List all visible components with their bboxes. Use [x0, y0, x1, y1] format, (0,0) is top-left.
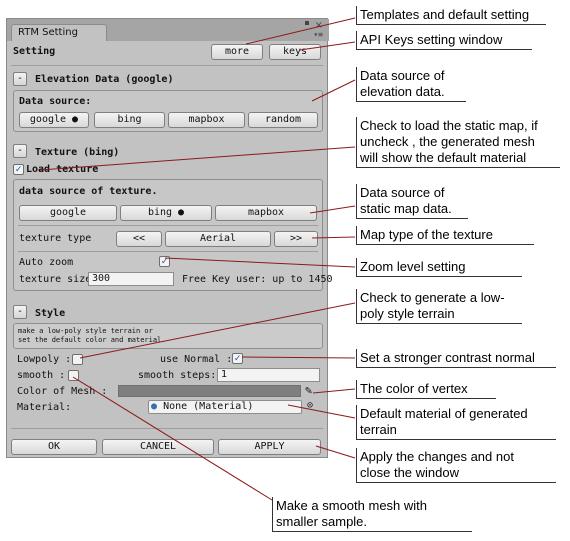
- leader-line: [309, 205, 356, 214]
- divider: [11, 428, 323, 429]
- style-help-box: make a low-poly style terrain or set the…: [13, 323, 323, 349]
- leader-line: [39, 146, 356, 171]
- callout-map-type: Map type of the texture: [356, 226, 534, 245]
- texture-source-mapbox-button[interactable]: mapbox: [215, 205, 317, 221]
- callout-default-material: Default material of generated terrain: [356, 405, 556, 440]
- auto-zoom-checkbox[interactable]: ✓: [159, 256, 170, 267]
- callout-lowpoly: Check to generate a low- poly style terr…: [356, 289, 522, 324]
- divider: [11, 65, 323, 66]
- callout-templates: Templates and default setting: [356, 6, 546, 25]
- callout-load-texture: Check to load the static map, if uncheck…: [356, 117, 560, 168]
- texture-section-title: Texture (bing): [35, 147, 120, 158]
- leader-line: [299, 41, 356, 51]
- callout-zoom: Zoom level setting: [356, 258, 522, 277]
- settings-title: Setting: [13, 46, 56, 57]
- checkmark-icon: ✓: [234, 353, 241, 364]
- rtm-setting-window: RTM Setting × ▾≡ Setting more keys - Ele…: [6, 18, 333, 458]
- texture-options-box: data source of texture. google bing ● ma…: [13, 179, 333, 291]
- leader-line: [164, 257, 356, 268]
- ok-button[interactable]: OK: [11, 439, 97, 455]
- callout-api-keys: API Keys setting window: [356, 31, 532, 50]
- checkmark-icon: ✓: [15, 164, 22, 175]
- lowpoly-label: Lowpoly :: [17, 354, 72, 365]
- leader-line: [79, 302, 356, 359]
- material-field[interactable]: ● None (Material): [148, 400, 302, 414]
- leader-line: [311, 236, 356, 239]
- callout-vertex-color: The color of vertex: [356, 380, 496, 399]
- smooth-steps-input[interactable]: 1: [217, 368, 320, 382]
- material-label: Material:: [17, 402, 72, 413]
- texture-type-value-button[interactable]: Aerial: [165, 231, 271, 247]
- load-texture-label: Load texture: [26, 164, 99, 175]
- callout-normal: Set a stronger contrast normal: [356, 349, 556, 368]
- elevation-source-label: Data source:: [19, 96, 92, 107]
- callout-static-source: Data source of static map data.: [356, 184, 468, 219]
- mesh-color-field[interactable]: [118, 385, 301, 397]
- callout-elevation-source: Data source of elevation data.: [356, 67, 466, 102]
- texture-size-label: texture size: [19, 274, 92, 285]
- elevation-source-mapbox-button[interactable]: mapbox: [168, 112, 245, 128]
- leader-line: [241, 356, 356, 359]
- mesh-color-label: Color of Mesh :: [17, 386, 108, 397]
- leader-line: [312, 388, 356, 394]
- texture-source-bing-button[interactable]: bing ●: [120, 205, 212, 221]
- style-fold-button[interactable]: -: [13, 305, 27, 319]
- texture-type-label: texture type: [19, 233, 92, 244]
- window-tab-strip: RTM Setting × ▾≡: [7, 19, 329, 41]
- leader-line: [315, 445, 356, 459]
- leader-line: [245, 17, 356, 45]
- load-texture-checkbox[interactable]: ✓: [13, 164, 24, 175]
- material-icon: ●: [151, 401, 158, 412]
- texture-type-prev-button[interactable]: <<: [116, 231, 162, 247]
- window-maximize-icon[interactable]: [305, 21, 309, 25]
- style-section-title: Style: [35, 308, 66, 319]
- elevation-section-title: Elevation Data (google): [35, 74, 174, 85]
- keys-button[interactable]: keys: [269, 44, 321, 60]
- auto-zoom-label: Auto zoom: [19, 257, 74, 268]
- texture-source-google-button[interactable]: google: [19, 205, 117, 221]
- callout-apply: Apply the changes and not close the wind…: [356, 448, 556, 483]
- divider: [18, 225, 318, 226]
- callout-smooth: Make a smooth mesh with smaller sample.: [272, 497, 472, 532]
- cancel-button[interactable]: CANCEL: [102, 439, 214, 455]
- checkmark-icon: ✓: [161, 256, 168, 267]
- apply-button[interactable]: APPLY: [218, 439, 321, 455]
- elevation-fold-button[interactable]: -: [13, 72, 27, 86]
- elevation-source-bing-button[interactable]: bing: [94, 112, 165, 128]
- texture-fold-button[interactable]: -: [13, 144, 27, 158]
- smooth-checkbox[interactable]: [68, 370, 79, 381]
- use-normal-label: use Normal :: [160, 354, 233, 365]
- window-menu-icon[interactable]: ▾≡: [313, 30, 323, 39]
- style-help-line-1: make a low-poly style terrain or: [18, 327, 153, 335]
- window-tab[interactable]: RTM Setting: [11, 24, 107, 41]
- leader-line: [311, 79, 356, 102]
- divider: [18, 251, 318, 252]
- material-value: None (Material): [163, 401, 254, 412]
- style-help-line-2: set the default color and material.: [18, 336, 166, 344]
- texture-source-label: data source of texture.: [19, 186, 158, 197]
- lowpoly-checkbox[interactable]: [72, 354, 83, 365]
- free-key-note: Free Key user: up to 1450: [182, 274, 333, 285]
- leader-line: [72, 376, 273, 501]
- texture-size-input[interactable]: 300: [88, 272, 174, 286]
- elevation-source-google-button[interactable]: google ●: [19, 112, 89, 128]
- use-normal-checkbox[interactable]: ✓: [232, 353, 243, 364]
- eyedropper-icon[interactable]: ✎: [305, 383, 313, 397]
- close-icon[interactable]: ×: [314, 20, 323, 31]
- leader-line: [287, 404, 356, 419]
- elevation-source-random-button[interactable]: random: [248, 112, 318, 128]
- smooth-label: smooth :: [17, 370, 66, 381]
- more-button[interactable]: more: [211, 44, 263, 60]
- object-picker-icon[interactable]: ⊙: [307, 400, 314, 411]
- elevation-source-box: Data source: google ● bing mapbox random: [13, 90, 323, 132]
- texture-type-next-button[interactable]: >>: [274, 231, 318, 247]
- smooth-steps-label: smooth steps:: [138, 370, 217, 381]
